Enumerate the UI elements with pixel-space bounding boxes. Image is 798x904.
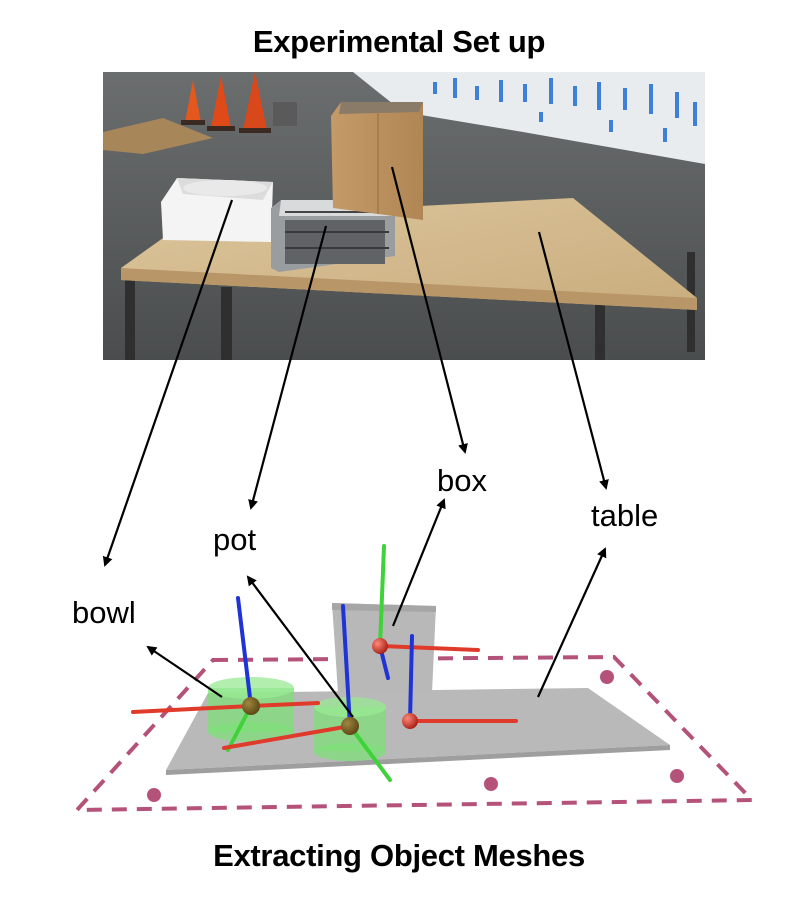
frame-origins xyxy=(242,638,418,735)
photo-bowl xyxy=(161,178,273,242)
traffic-cones xyxy=(181,72,297,133)
arrow-table xyxy=(537,231,609,490)
arrow-mesh-table xyxy=(536,547,607,698)
arrow-mesh-bowl xyxy=(146,645,223,698)
photo-box xyxy=(331,102,423,220)
mesh-to-label-arrows xyxy=(146,498,607,718)
photo-to-label-arrows xyxy=(102,166,609,567)
label-pot: pot xyxy=(213,522,257,557)
arrow-mesh-pot xyxy=(246,575,354,718)
arrow-pot xyxy=(248,225,328,510)
top-title: Experimental Set up xyxy=(252,24,546,59)
label-box: box xyxy=(437,463,487,498)
coordinate-frames xyxy=(131,544,518,782)
arrow-mesh-box xyxy=(391,498,446,627)
arrow-box xyxy=(390,166,468,454)
back-wall xyxy=(353,72,705,164)
boundary-markers xyxy=(147,670,684,802)
floor-cardboard xyxy=(103,118,213,154)
label-bowl: bowl xyxy=(72,595,136,630)
photo-pot xyxy=(271,200,395,272)
bottom-title: Extracting Object Meshes xyxy=(213,838,585,873)
arrow-bowl xyxy=(102,199,234,567)
wall-marks xyxy=(433,78,697,142)
label-table: table xyxy=(591,498,659,533)
